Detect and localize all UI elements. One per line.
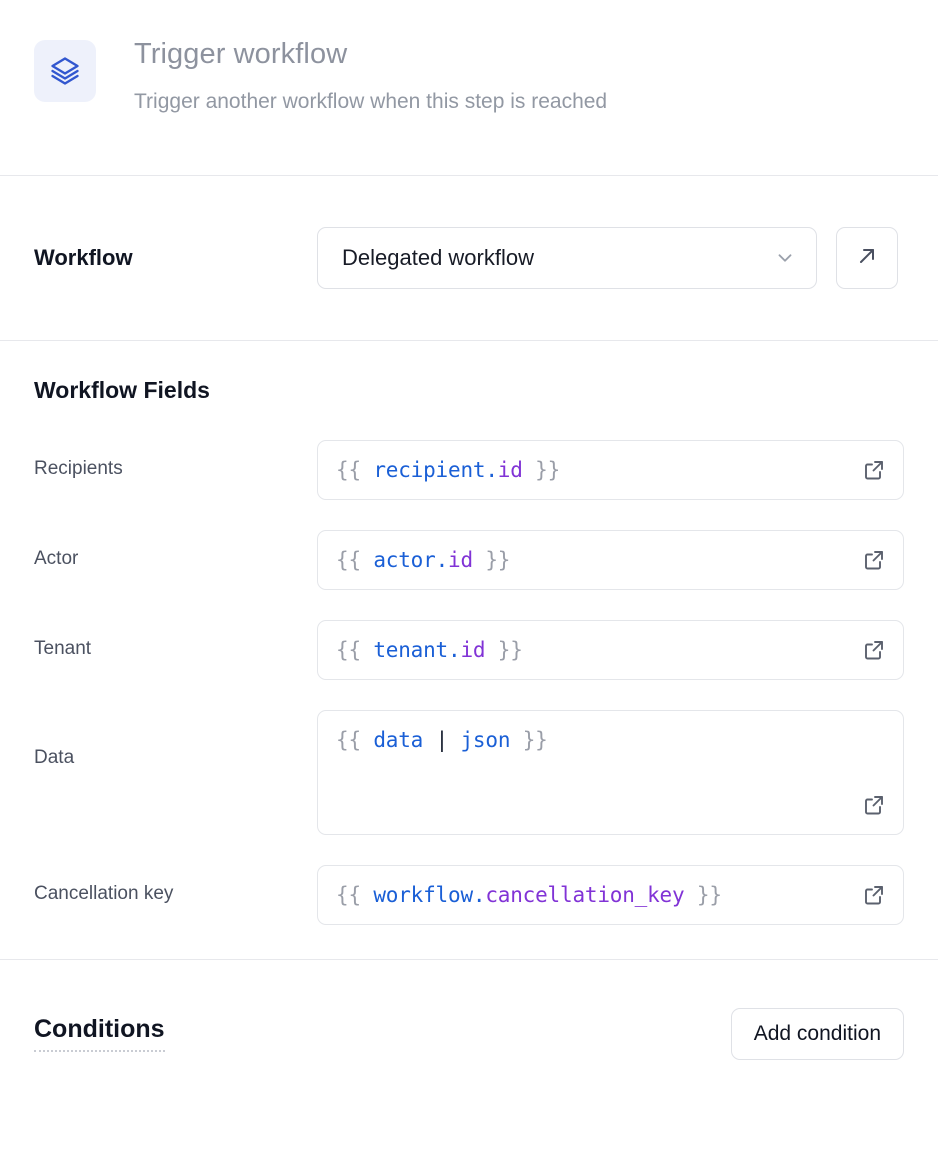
open-workflow-button[interactable]	[836, 227, 898, 289]
field-label: Tenant	[34, 638, 92, 659]
field-row: Cancellation key {{ workflow.cancellation…	[34, 865, 904, 925]
layers-stack-icon	[34, 40, 96, 102]
field-code-value: {{ actor.id }}	[336, 548, 511, 572]
external-link-icon[interactable]	[861, 637, 887, 663]
workflow-fields-title: Workflow Fields	[34, 377, 210, 403]
panel-header: Trigger workflow Trigger another workflo…	[0, 0, 938, 175]
field-code-input[interactable]: {{ recipient.id }}	[317, 440, 904, 500]
field-row: Recipients {{ recipient.id }}	[34, 440, 904, 500]
field-label: Recipients	[34, 458, 123, 479]
workflow-fields-list: Recipients {{ recipient.id }} Actor {{ acto…	[34, 440, 904, 925]
divider-workflow	[0, 340, 938, 341]
field-row: Tenant {{ tenant.id }}	[34, 620, 904, 680]
conditions-section: Conditions Add condition	[0, 960, 938, 1108]
field-label: Data	[34, 747, 75, 768]
divider-header	[0, 175, 938, 176]
field-code-input[interactable]: {{ workflow.cancellation_key }}	[317, 865, 904, 925]
external-link-icon[interactable]	[861, 547, 887, 573]
page-subtitle: Trigger another workflow when this step …	[134, 90, 608, 114]
workflow-select-value: Delegated workflow	[342, 245, 534, 270]
page-title: Trigger workflow	[134, 38, 348, 70]
workflow-label: Workflow	[34, 245, 133, 270]
field-row: Data {{ data | json }}	[34, 710, 904, 835]
field-code-input[interactable]: {{ data | json }}	[317, 710, 904, 835]
conditions-title: Conditions	[34, 1015, 165, 1053]
external-link-icon[interactable]	[861, 457, 887, 483]
external-link-icon[interactable]	[861, 792, 887, 818]
add-condition-button[interactable]: Add condition	[730, 1008, 904, 1060]
arrow-up-right-icon	[855, 244, 879, 273]
external-link-icon[interactable]	[861, 882, 887, 908]
header-text-block: Trigger workflow Trigger another workflo…	[134, 30, 607, 116]
field-label: Actor	[34, 548, 79, 569]
workflow-section: Workflow Delegated workflow	[0, 176, 938, 340]
field-code-input[interactable]: {{ tenant.id }}	[317, 620, 904, 680]
field-code-value: {{ data | json }}	[336, 728, 548, 752]
chevron-down-icon	[774, 247, 796, 269]
workflow-select[interactable]: Delegated workflow	[317, 227, 817, 289]
field-code-value: {{ recipient.id }}	[336, 458, 561, 482]
field-code-value: {{ tenant.id }}	[336, 638, 523, 662]
workflow-fields-section: Workflow Fields Recipients {{ recipient.i…	[0, 341, 938, 959]
divider-fields	[0, 959, 938, 960]
field-code-value: {{ workflow.cancellation_key }}	[336, 883, 722, 907]
field-code-input[interactable]: {{ actor.id }}	[317, 530, 904, 590]
field-label: Cancellation key	[34, 883, 174, 904]
field-row: Actor {{ actor.id }}	[34, 530, 904, 590]
